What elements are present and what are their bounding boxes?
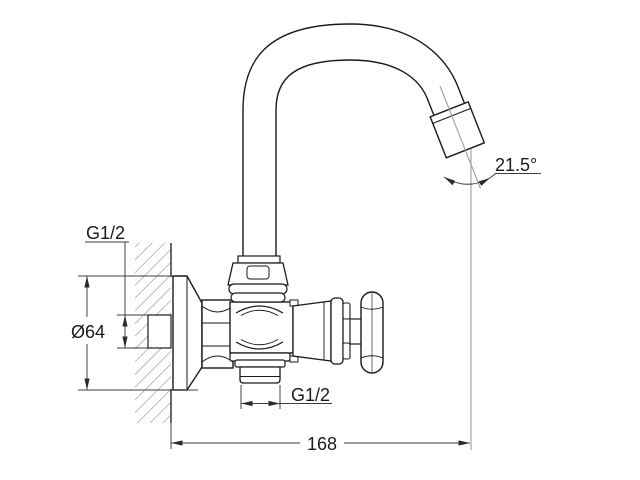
collar-nut <box>227 262 289 286</box>
bonnet-body <box>292 300 332 362</box>
angle-arc <box>443 176 491 186</box>
dim-spout-angle <box>443 173 541 186</box>
label-outlet-thread: G1/2 <box>291 385 330 405</box>
label-flange-diameter: Ø64 <box>71 322 105 342</box>
dim-leader-line <box>489 173 541 179</box>
dim-extension-lines <box>240 385 281 409</box>
spout-tube <box>242 23 466 264</box>
hex-nut <box>201 299 234 369</box>
spout-base-collar <box>227 255 289 303</box>
dim-extension-lines <box>117 314 148 349</box>
stem-lug-top <box>342 302 351 320</box>
label-spout-angle: 21.5° <box>495 155 537 175</box>
outlet-spigot <box>229 352 291 384</box>
handle <box>360 291 384 374</box>
faucet-outline <box>172 23 486 391</box>
wall-pipe-section <box>147 314 172 349</box>
dimension-labels: G1/2 Ø64 G1/2 168 21.5° <box>71 155 537 454</box>
collar-facet <box>246 265 270 280</box>
bonnet-cap <box>330 297 344 365</box>
label-wall-thread: G1/2 <box>86 223 125 243</box>
bonnet-assembly <box>289 297 363 365</box>
dim-flange-diameter <box>78 275 198 391</box>
dim-outlet-thread <box>240 385 332 409</box>
ring-lower <box>230 292 286 303</box>
dim-leader-line <box>85 241 129 315</box>
body-sphere-arc <box>235 305 284 350</box>
spout-rim <box>237 255 281 264</box>
handle-stem <box>349 318 363 345</box>
handle-ellipse-lines <box>360 306 384 359</box>
dimensions <box>78 173 541 449</box>
dim-extension-lines <box>78 275 198 391</box>
wall-section <box>135 243 172 423</box>
nozzle-centerline <box>439 85 482 189</box>
reference-lines <box>439 85 482 450</box>
body-sphere-arc-inner <box>240 309 279 346</box>
dim-wall-thread <box>85 241 148 349</box>
stem-lug-bottom <box>342 342 351 360</box>
valve-body <box>229 301 294 354</box>
label-overall-length: 168 <box>307 434 337 454</box>
dim-overall-length <box>170 423 470 449</box>
